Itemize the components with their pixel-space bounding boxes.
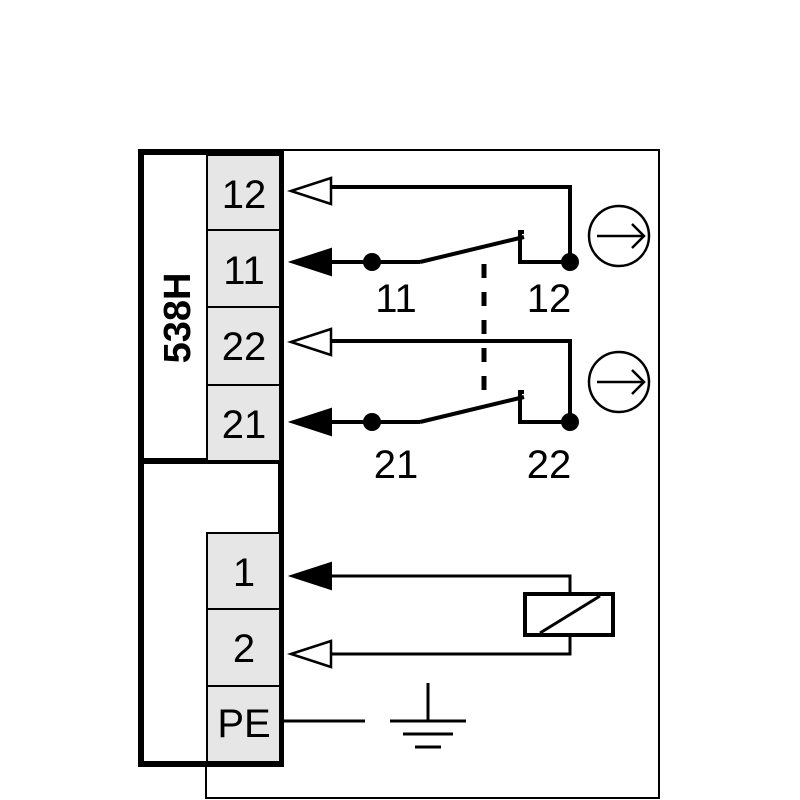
- positive-opening-icon: [587, 350, 651, 414]
- terminal-pe[interactable]: [206, 685, 281, 763]
- terminal-input-arrow-icon: [287, 247, 332, 277]
- contact-node: [363, 253, 381, 271]
- switch-blade: [419, 235, 525, 264]
- contact-node: [561, 413, 579, 431]
- terminal-11[interactable]: [206, 229, 281, 308]
- switch-blade: [419, 395, 525, 424]
- terminal-21[interactable]: [206, 384, 281, 462]
- terminal-label: 21: [222, 403, 267, 447]
- terminal-output-arrow-icon: [286, 176, 333, 206]
- contact-label-12: 12: [527, 277, 572, 321]
- coil-circuit: [286, 561, 615, 669]
- contact-label-21: 21: [374, 443, 419, 487]
- device-code-label: 538H: [157, 273, 199, 364]
- terminal-output-arrow-icon: [286, 639, 333, 669]
- contact-label-22: 22: [527, 443, 572, 487]
- terminal-label: 12: [222, 173, 267, 217]
- pe-ground-circuit: [282, 683, 466, 749]
- terminal-22[interactable]: [206, 306, 281, 386]
- terminal-1[interactable]: [206, 532, 281, 610]
- terminal-label: 11: [223, 249, 265, 293]
- nc-contact-21-22: 21 22: [286, 327, 579, 487]
- terminal-strip: 12 11 22 21 1 2 PE: [206, 154, 281, 763]
- terminal-input-arrow-icon: [287, 561, 332, 591]
- nc-contact-11-12: 11 12: [286, 176, 579, 321]
- terminal-label: 22: [222, 325, 267, 369]
- contact-node: [561, 253, 579, 271]
- terminal-input-arrow-icon: [287, 407, 332, 437]
- terminal-12[interactable]: [206, 154, 281, 231]
- terminal-label: 2: [233, 627, 255, 671]
- terminal-2[interactable]: [206, 608, 281, 687]
- relay-coil-icon: [523, 592, 615, 637]
- contact-label-11: 11: [375, 277, 417, 321]
- terminal-label: 1: [233, 551, 255, 595]
- ground-icon: [390, 683, 466, 749]
- terminal-output-arrow-icon: [286, 327, 333, 357]
- positive-opening-icon: [587, 204, 651, 268]
- contact-node: [363, 413, 381, 431]
- terminal-label: PE: [217, 702, 270, 746]
